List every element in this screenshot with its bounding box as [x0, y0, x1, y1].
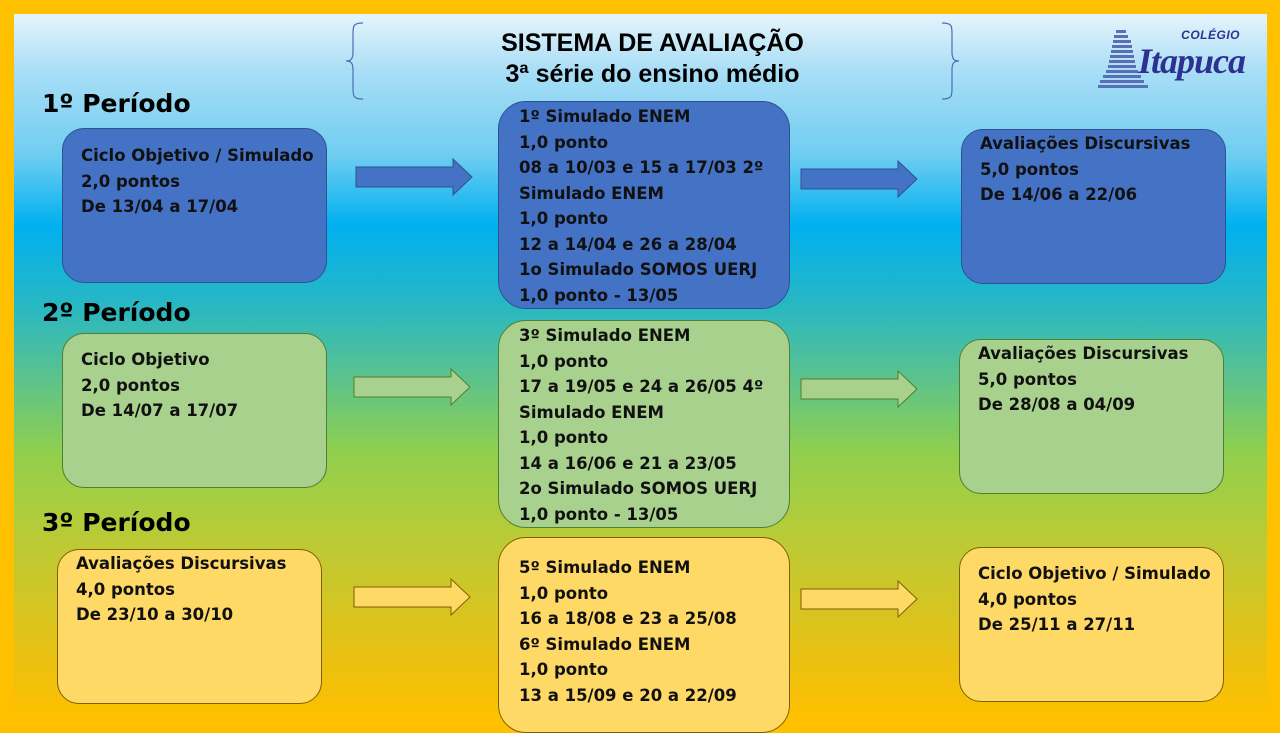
box-line: Simulado ENEM — [519, 402, 664, 422]
period-3-label: 3º Período — [42, 508, 191, 537]
school-logo: COLÉGIO Itapuca — [1098, 26, 1246, 92]
box-line: 4,0 pontos — [978, 589, 1077, 609]
box-line: De 23/10 a 30/10 — [76, 605, 234, 624]
box-line: Simulado ENEM — [519, 183, 664, 203]
period-2-box-1: Ciclo Objetivo 2,0 pontos De 14/07 a 17/… — [62, 333, 327, 488]
arrow-right-icon — [353, 368, 471, 406]
box-line: 5,0 pontos — [980, 159, 1079, 179]
period-1-label: 1º Período — [42, 89, 191, 118]
title-line-2: 3ª série do ensino médio — [505, 60, 800, 88]
box-line: 1,0 ponto — [519, 583, 609, 603]
right-brace-icon — [941, 22, 960, 100]
period-1-box-1: Ciclo Objetivo / Simulado 2,0 pontos De … — [62, 128, 327, 283]
period-2-box-2: 3º Simulado ENEM 1,0 ponto 17 a 19/05 e … — [498, 320, 790, 528]
logo-colegio-text: COLÉGIO — [1181, 28, 1240, 42]
box-line: 08 a 10/03 e 15 a 17/03 2º — [519, 158, 764, 177]
arrow-right-icon — [800, 160, 918, 198]
title-block: SISTEMA DE AVALIAÇÃO 3ª série do ensino … — [345, 22, 960, 100]
box-line: De 25/11 a 27/11 — [978, 615, 1136, 634]
box-line: 2o Simulado SOMOS UERJ — [519, 479, 758, 498]
box-line: 1,0 ponto — [519, 351, 609, 371]
arrow-right-icon — [800, 580, 918, 618]
box-line: 13 a 15/09 e 20 a 22/09 — [519, 685, 737, 705]
box-line: 5,0 pontos — [978, 369, 1077, 389]
title-line-1: SISTEMA DE AVALIAÇÃO — [501, 29, 804, 57]
box-line: 1,0 ponto — [519, 660, 609, 679]
box-line: 16 a 18/08 e 23 a 25/08 — [519, 609, 737, 628]
box-line: 1,0 ponto — [519, 428, 609, 447]
box-line: 1,0 ponto — [519, 132, 609, 152]
box-line: Avaliações Discursivas — [980, 134, 1191, 153]
box-line: Ciclo Objetivo / Simulado — [978, 564, 1211, 583]
box-line: 12 a 14/04 e 26 a 28/04 — [519, 234, 737, 254]
arrow-right-icon — [800, 370, 918, 408]
box-line: 3º Simulado ENEM — [519, 326, 691, 345]
page-title: SISTEMA DE AVALIAÇÃO 3ª série do ensino … — [345, 28, 960, 90]
box-line: 1,0 ponto - 13/05 — [519, 504, 679, 524]
period-2-label: 2º Período — [42, 298, 191, 327]
box-line: 1º Simulado ENEM — [519, 107, 691, 126]
arrow-right-icon — [353, 578, 471, 616]
box-line: Ciclo Objetivo / Simulado — [81, 146, 314, 165]
box-line: 17 a 19/05 e 24 a 26/05 4º — [519, 377, 764, 396]
period-3-box-3: Ciclo Objetivo / Simulado 4,0 pontos De … — [959, 547, 1224, 702]
box-line: 1o Simulado SOMOS UERJ — [519, 260, 758, 279]
box-line: 4,0 pontos — [76, 579, 175, 599]
period-3-box-2: 5º Simulado ENEM 1,0 ponto 16 a 18/08 e … — [498, 537, 790, 733]
box-line: Avaliações Discursivas — [978, 344, 1189, 363]
period-2-box-3: Avaliações Discursivas 5,0 pontos De 28/… — [959, 339, 1224, 494]
box-line: De 28/08 a 04/09 — [978, 395, 1136, 414]
box-line: 5º Simulado ENEM — [519, 558, 691, 577]
building-logo-icon — [1098, 30, 1148, 88]
logo-name-text: Itapuca — [1138, 41, 1246, 81]
box-line: 1,0 ponto - 13/05 — [519, 285, 679, 305]
period-1-box-3: Avaliações Discursivas 5,0 pontos De 14/… — [961, 129, 1226, 284]
box-line: 2,0 pontos — [81, 171, 180, 191]
box-line: Ciclo Objetivo — [81, 350, 210, 369]
box-line: 1,0 ponto — [519, 209, 609, 228]
period-1-box-2: 1º Simulado ENEM 1,0 ponto 08 a 10/03 e … — [498, 101, 790, 309]
arrow-right-icon — [355, 158, 473, 196]
period-3-box-1: Avaliações Discursivas 4,0 pontos De 23/… — [57, 549, 322, 704]
box-line: De 14/07 a 17/07 — [81, 401, 239, 420]
left-brace-icon — [345, 22, 364, 100]
box-line: 6º Simulado ENEM — [519, 634, 691, 654]
box-line: 2,0 pontos — [81, 375, 180, 395]
box-line: De 14/06 a 22/06 — [980, 185, 1138, 204]
box-line: 14 a 16/06 e 21 a 23/05 — [519, 453, 737, 473]
box-line: Avaliações Discursivas — [76, 554, 287, 573]
box-line: De 13/04 a 17/04 — [81, 197, 239, 216]
